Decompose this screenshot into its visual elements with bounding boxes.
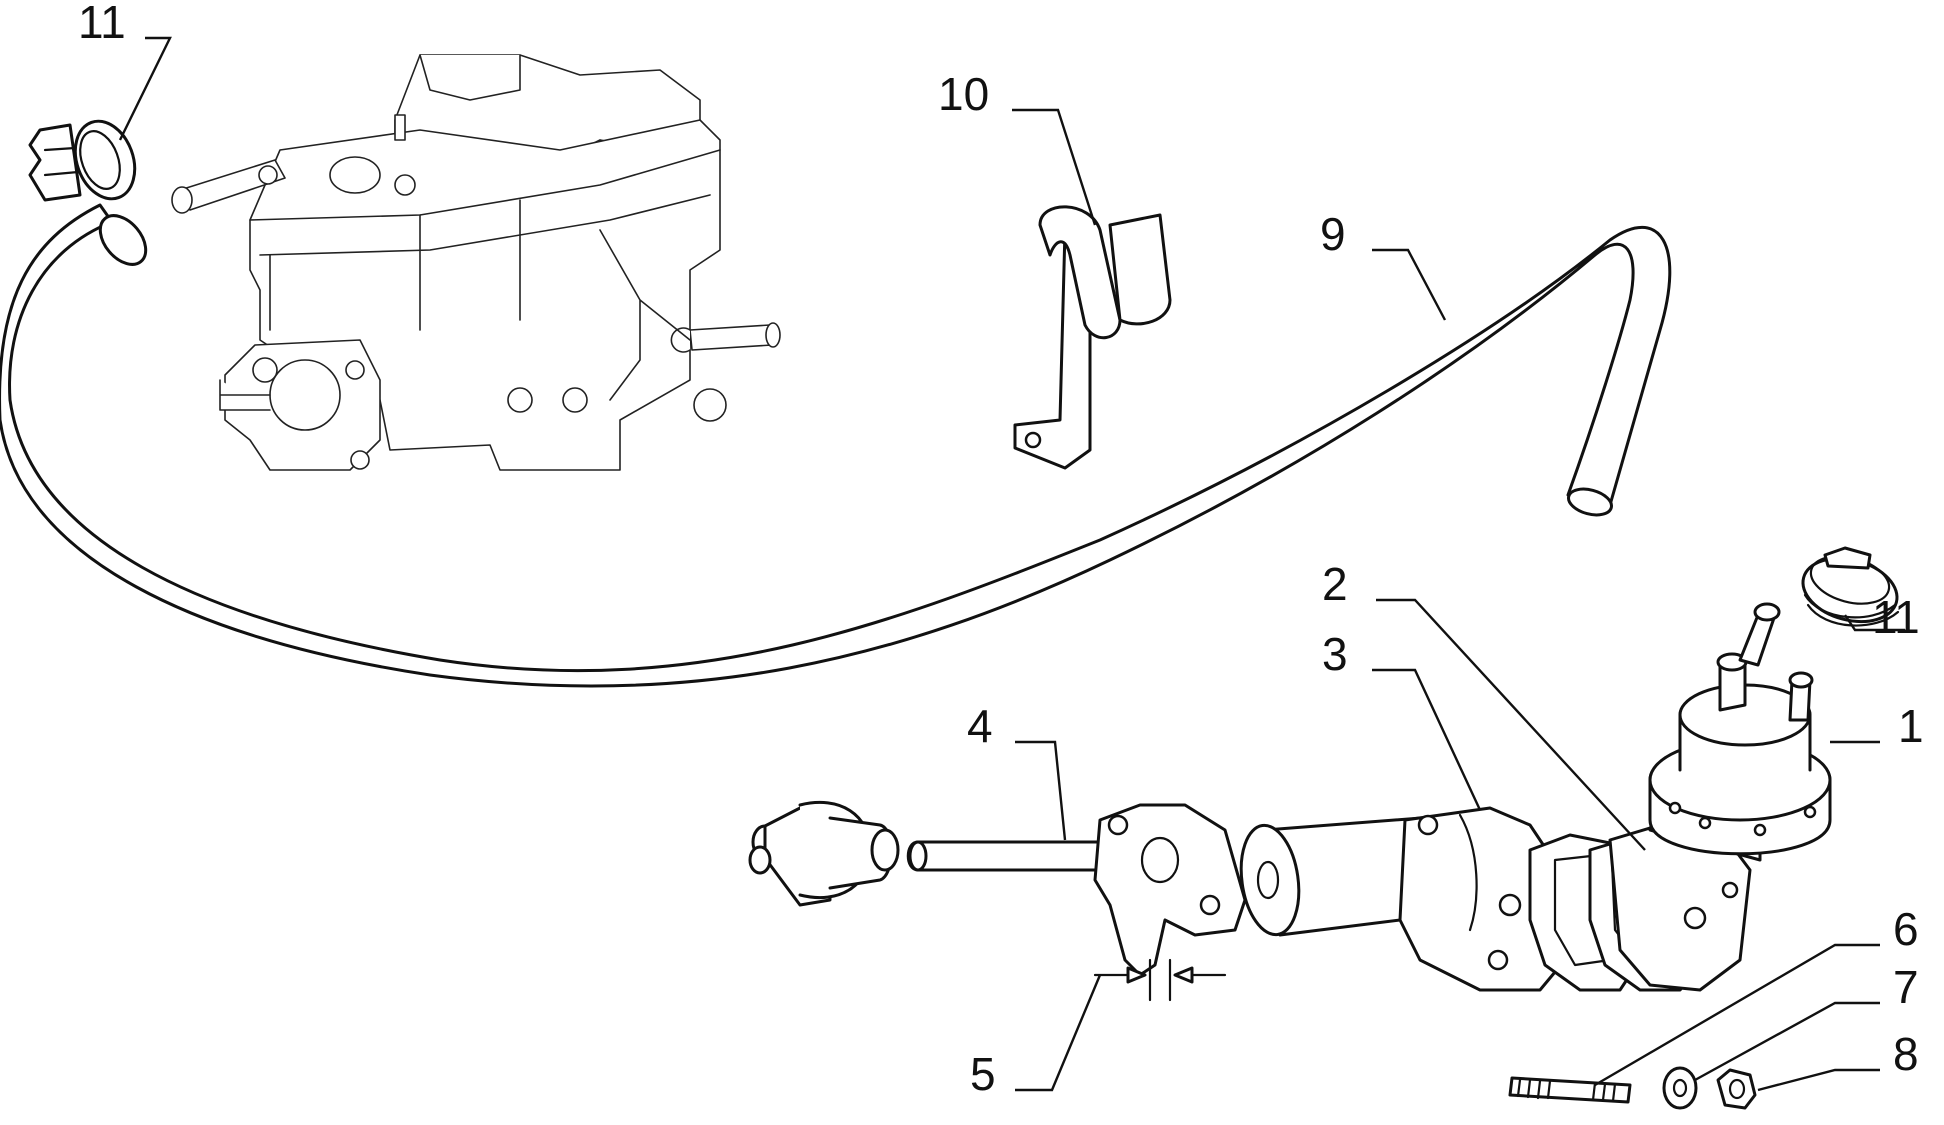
hose-clamp-right: [1801, 546, 1900, 627]
callout-4: 4: [967, 700, 993, 752]
insulator-flange: [1398, 806, 1567, 992]
callout-5: 5: [970, 1048, 996, 1100]
callout-8: 8: [1893, 1028, 1919, 1080]
hose-clamp-left: [28, 119, 137, 202]
callout-6: 6: [1893, 903, 1919, 955]
hose-bracket: [1013, 205, 1172, 470]
spacer-block-part4: [1093, 803, 1247, 977]
callout-10: 10: [938, 68, 989, 120]
callout-2: 2: [1322, 558, 1348, 610]
carburettor-illustration: [171, 54, 781, 471]
callout-7: 7: [1893, 961, 1919, 1013]
fuel-pump: [1608, 602, 1832, 992]
callout-labels: 11 10 9 2 11 3 1 4 6 7 8 5: [78, 0, 1924, 1100]
knob-actuator: [748, 800, 900, 907]
callout-11-right: 11: [1872, 591, 1920, 643]
callout-11-left: 11: [78, 0, 126, 48]
stud-bolt: [1508, 1076, 1632, 1104]
leader-lines: [118, 36, 1905, 1092]
hex-nut: [1716, 1068, 1757, 1110]
callout-3: 3: [1322, 628, 1348, 680]
fuel-hose: [0, 203, 1672, 688]
callout-1: 1: [1898, 700, 1924, 752]
thickness-indicator: [1093, 958, 1227, 1002]
washer: [1662, 1066, 1698, 1110]
callout-9: 9: [1320, 208, 1346, 260]
